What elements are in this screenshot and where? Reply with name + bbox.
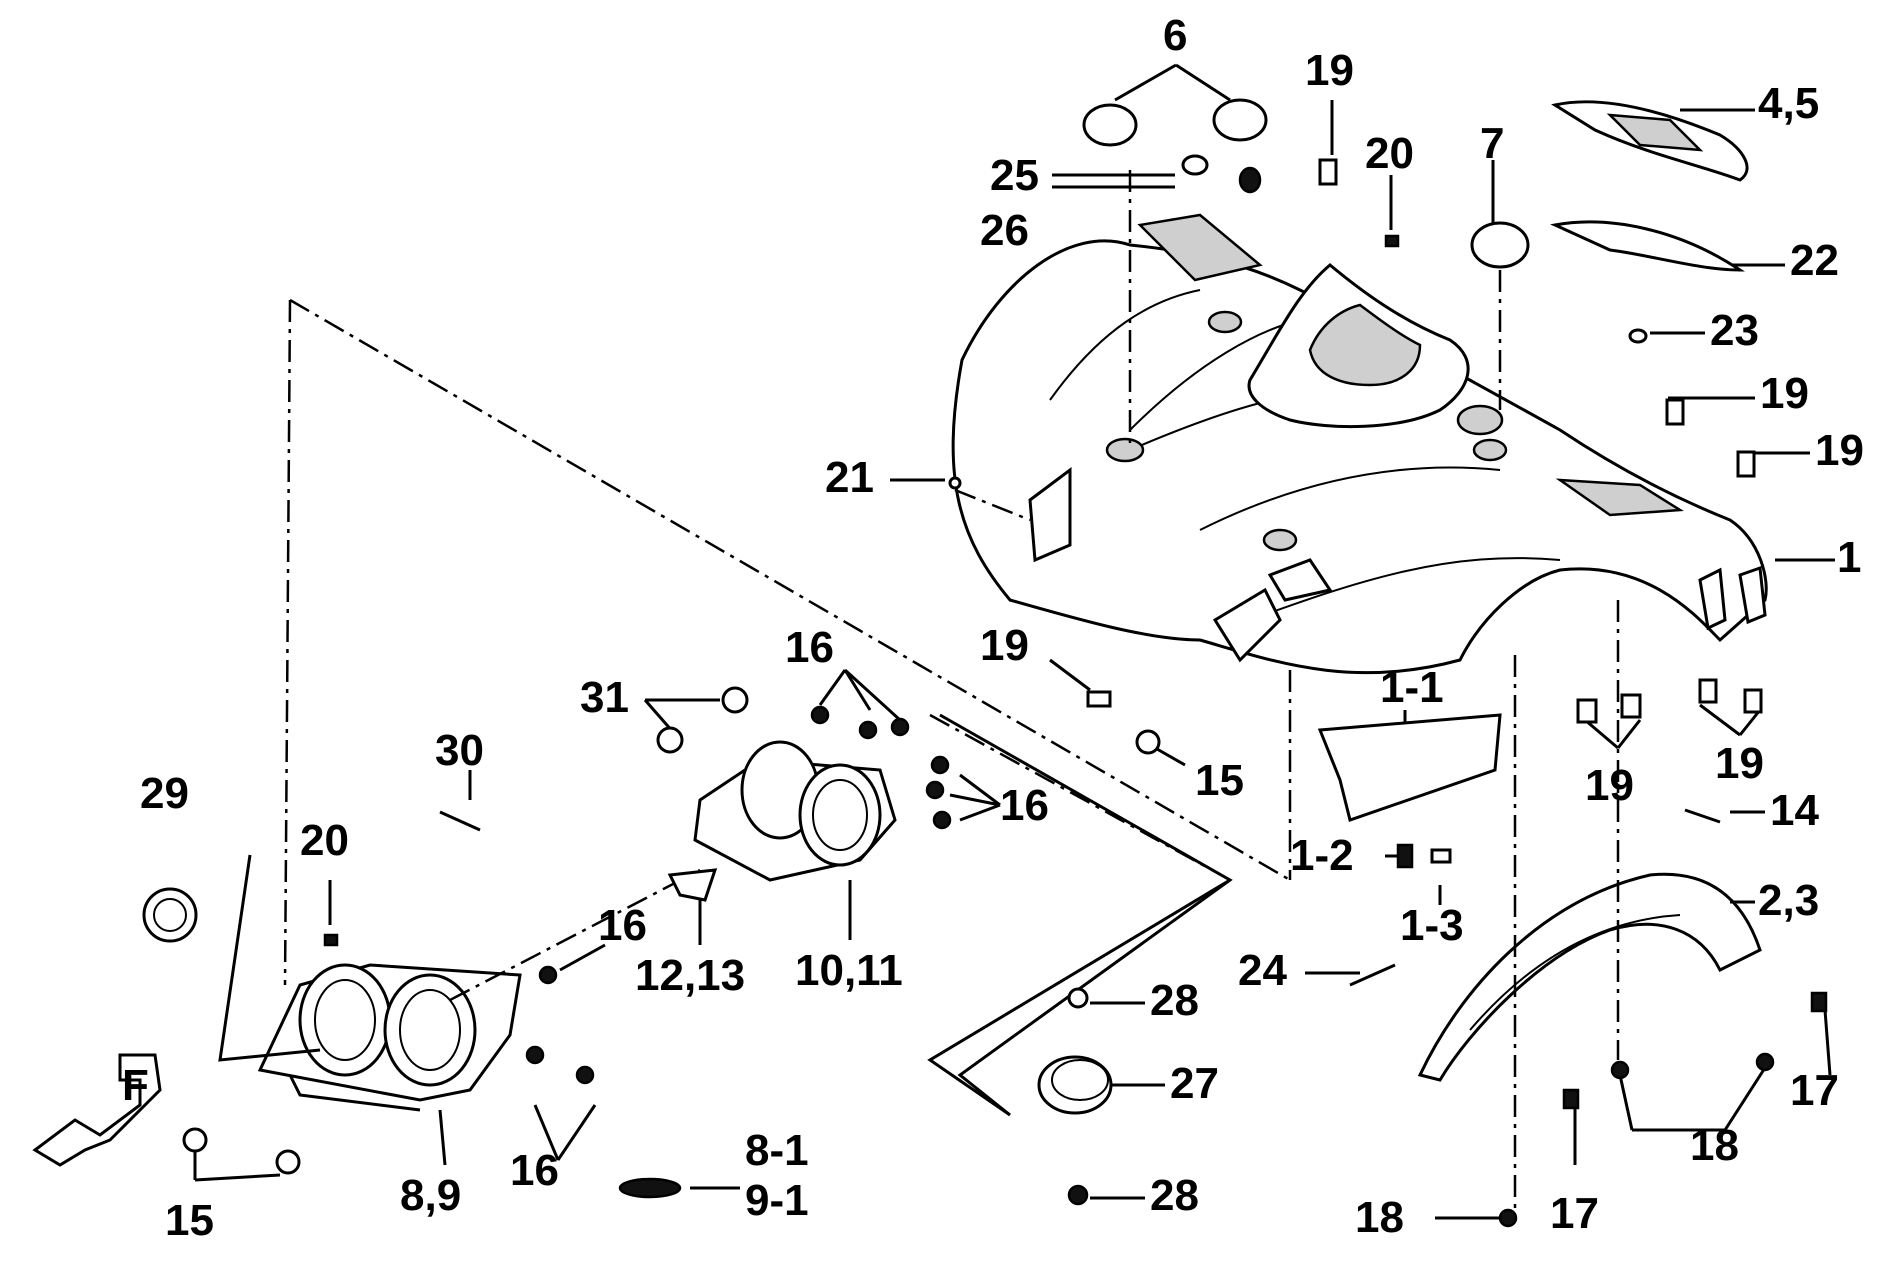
callout-16: 16 xyxy=(510,1146,559,1195)
gauge-housing xyxy=(693,740,897,882)
callout-19: 19 xyxy=(1815,426,1864,475)
callout-30: 30 xyxy=(435,726,484,775)
small-parts xyxy=(142,98,1828,1228)
callout-28: 28 xyxy=(1150,1171,1199,1220)
bracket-frame xyxy=(927,713,1233,1117)
callout-19: 19 xyxy=(1585,761,1634,810)
callout-6: 6 xyxy=(1163,11,1187,60)
front-marker-label: F xyxy=(122,1061,149,1110)
callout-1-3: 1-3 xyxy=(1400,901,1464,950)
callout-17: 17 xyxy=(1550,1189,1599,1238)
headlight-assembly xyxy=(257,963,522,1112)
callout-1-1: 1-1 xyxy=(1380,663,1444,712)
callout-8-9: 8,9 xyxy=(400,1171,461,1220)
callout-29: 29 xyxy=(140,769,189,818)
callout-12-13: 12,13 xyxy=(635,951,745,1000)
callout-10-11: 10,11 xyxy=(795,946,903,995)
callout-19: 19 xyxy=(980,621,1029,670)
callout-28: 28 xyxy=(1150,976,1199,1025)
callout-17: 17 xyxy=(1790,1066,1839,1115)
front-fender-body xyxy=(951,213,1768,675)
callout-16: 16 xyxy=(785,623,834,672)
callout-7: 7 xyxy=(1480,119,1504,168)
callout-31: 31 xyxy=(580,673,629,722)
callout-4-5: 4,5 xyxy=(1758,79,1819,128)
assembly-lines xyxy=(283,170,1620,1210)
callout-21: 21 xyxy=(825,453,874,502)
callout-16: 16 xyxy=(598,901,647,950)
callout-24: 24 xyxy=(1238,946,1287,995)
callout-18: 18 xyxy=(1690,1121,1739,1170)
callout-1: 1 xyxy=(1837,533,1861,582)
front-direction-marker: F xyxy=(32,1053,162,1167)
callout-25: 25 xyxy=(990,151,1039,200)
callout-2-3: 2,3 xyxy=(1758,876,1819,925)
callout-27: 27 xyxy=(1170,1059,1219,1108)
callout-labels: 6 19 4,5 7 20 25 26 22 23 19 19 21 1 19 … xyxy=(140,11,1864,1245)
callout-9-1: 9-1 xyxy=(745,1176,809,1225)
callout-15: 15 xyxy=(165,1196,214,1245)
callout-19: 19 xyxy=(1305,46,1354,95)
callout-8-1: 8-1 xyxy=(745,1126,809,1175)
callout-15: 15 xyxy=(1195,756,1244,805)
callout-19: 19 xyxy=(1760,369,1809,418)
callout-23: 23 xyxy=(1710,306,1759,355)
rear-fender xyxy=(1417,872,1762,1082)
callout-19: 19 xyxy=(1715,739,1764,788)
callout-26: 26 xyxy=(980,206,1029,255)
leader-lines xyxy=(193,63,1835,1220)
callout-18: 18 xyxy=(1355,1193,1404,1242)
callout-14: 14 xyxy=(1770,786,1819,835)
callout-1-2: 1-2 xyxy=(1290,831,1354,880)
callout-20: 20 xyxy=(300,816,349,865)
callout-20: 20 xyxy=(1365,129,1414,178)
callout-22: 22 xyxy=(1790,236,1839,285)
callout-16: 16 xyxy=(1000,781,1049,830)
